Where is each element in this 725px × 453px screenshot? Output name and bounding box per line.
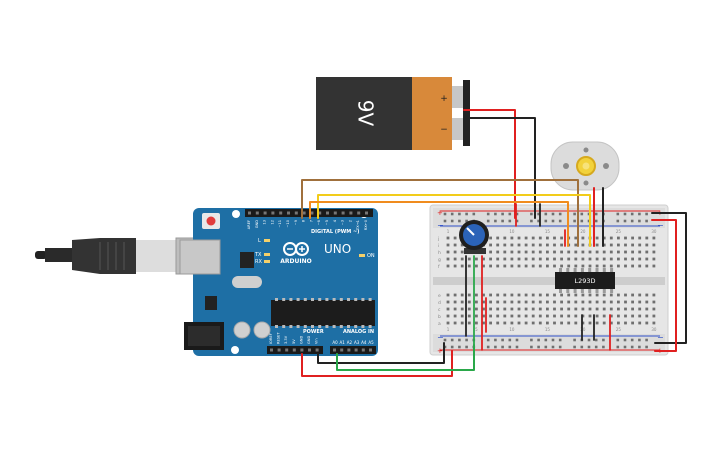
power-pin-label: RESET bbox=[277, 332, 281, 344]
column-number: 10 bbox=[509, 229, 515, 234]
digital-pin-label: ~6 bbox=[317, 219, 321, 225]
wires bbox=[301, 109, 687, 377]
power-pin-label: 3.3V bbox=[284, 335, 288, 344]
row-letter: f bbox=[438, 264, 440, 270]
analog-pin-label: A4 bbox=[361, 340, 367, 345]
digital-pin-label: AREF bbox=[247, 220, 251, 229]
power-label: POWER bbox=[303, 329, 324, 335]
row-letter: j bbox=[437, 236, 439, 242]
row-letter: c bbox=[438, 308, 441, 313]
on-led-label: ON bbox=[367, 253, 375, 259]
row-letter: i bbox=[438, 243, 439, 249]
digital-pin-label: ~5 bbox=[325, 220, 329, 225]
power-pin-label: 5V bbox=[292, 339, 296, 344]
digital-pin-label: ~10 bbox=[286, 219, 290, 227]
analog-pin-label: A5 bbox=[368, 340, 374, 345]
column-number: 20 bbox=[580, 327, 586, 332]
l293d-chip[interactable]: L293D bbox=[555, 268, 615, 293]
column-number: 1 bbox=[447, 327, 450, 332]
row-letter: e bbox=[438, 294, 441, 299]
battery-plus: + bbox=[440, 94, 448, 104]
wire-brown bbox=[301, 179, 579, 247]
battery-9v[interactable]: 9V + − bbox=[316, 77, 470, 150]
analog-pin-label: A3 bbox=[354, 340, 360, 345]
power-pin-label: GND bbox=[299, 336, 303, 344]
power-pin-label: GND bbox=[307, 336, 311, 344]
wire-yellow bbox=[317, 194, 591, 247]
digital-pin-label: ~11 bbox=[278, 220, 282, 228]
wire-orange bbox=[309, 201, 569, 247]
column-number: 30 bbox=[651, 229, 657, 234]
digital-pin-label: 13 bbox=[263, 220, 267, 225]
analog-pin-label: A0 bbox=[332, 340, 338, 345]
rail-minus-bottom-right: − bbox=[657, 333, 664, 342]
column-number: 25 bbox=[616, 229, 622, 234]
digital-pin-label: 2 bbox=[348, 220, 352, 222]
arduino-brand: ARDUINO bbox=[280, 258, 311, 265]
column-number: 20 bbox=[580, 229, 586, 234]
column-number: 25 bbox=[616, 327, 622, 332]
row-letter: b bbox=[438, 314, 441, 320]
wire-battery-negative bbox=[463, 117, 536, 219]
rx-label: RX bbox=[255, 259, 262, 265]
digital-pin-label: GND bbox=[255, 220, 259, 228]
analog-pin-label: A2 bbox=[347, 340, 353, 345]
column-number: 30 bbox=[651, 327, 657, 332]
digital-pin-label: 8 bbox=[302, 219, 306, 222]
tx-label: TX bbox=[254, 252, 262, 258]
column-number: 10 bbox=[509, 327, 515, 332]
potentiometer[interactable] bbox=[459, 220, 489, 254]
rail-minus-top: − bbox=[437, 221, 444, 230]
wire-gnd-black bbox=[317, 342, 445, 364]
digital-pin-label: 4 bbox=[333, 219, 337, 222]
column-number: 15 bbox=[545, 229, 551, 234]
column-number: 1 bbox=[447, 229, 450, 234]
breadboard: jihgfedcba115510101515202025253030 + − +… bbox=[429, 204, 669, 356]
l-led-label: L bbox=[258, 238, 261, 244]
battery-minus: − bbox=[440, 125, 448, 135]
rail-plus-bottom: + bbox=[437, 347, 443, 355]
breadboard-holes: jihgfedcba115510101515202025253030 bbox=[437, 212, 657, 349]
atmega-chip bbox=[271, 300, 375, 326]
arduino-model: UNO bbox=[324, 242, 351, 256]
chip-label: L293D bbox=[574, 277, 595, 285]
rail-plus-top: + bbox=[437, 209, 443, 217]
digital-pin-label: 7 bbox=[309, 220, 313, 222]
digital-pin-label: TX→1 bbox=[356, 220, 360, 231]
analog-label: ANALOG IN bbox=[343, 329, 374, 335]
power-pin-label: Vin bbox=[315, 338, 319, 344]
digital-label: DIGITAL (PWM ~) bbox=[311, 229, 359, 235]
digital-pin-label: RX←0 bbox=[364, 219, 368, 230]
usb-port bbox=[179, 239, 221, 275]
arduino-logo-icon bbox=[283, 242, 309, 256]
analog-header bbox=[330, 346, 376, 354]
row-letter: d bbox=[438, 300, 441, 306]
battery-label: 9V bbox=[354, 100, 378, 127]
wire-a0-green bbox=[336, 344, 475, 371]
column-number: 15 bbox=[545, 327, 551, 332]
digital-pin-label: ~9 bbox=[294, 219, 298, 225]
analog-pin-label: A1 bbox=[340, 340, 346, 345]
column-number: 5 bbox=[475, 327, 478, 332]
row-letter: h bbox=[438, 250, 441, 256]
power-pin-label: IOREF bbox=[269, 333, 273, 344]
rail-minus-bottom: − bbox=[437, 333, 444, 342]
wire-rail-bridge-black bbox=[651, 212, 687, 344]
wire-5v-red bbox=[301, 350, 453, 377]
digital-pin-label: ~3 bbox=[341, 220, 345, 225]
row-letter: a bbox=[438, 322, 441, 327]
wire-rail-bridge-red bbox=[651, 219, 677, 352]
digital-pin-label: 12 bbox=[270, 220, 274, 225]
rail-minus-top-right: − bbox=[657, 221, 664, 230]
wire-battery-positive bbox=[463, 109, 516, 219]
row-letter: g bbox=[438, 258, 441, 263]
dc-motor[interactable] bbox=[550, 141, 620, 191]
